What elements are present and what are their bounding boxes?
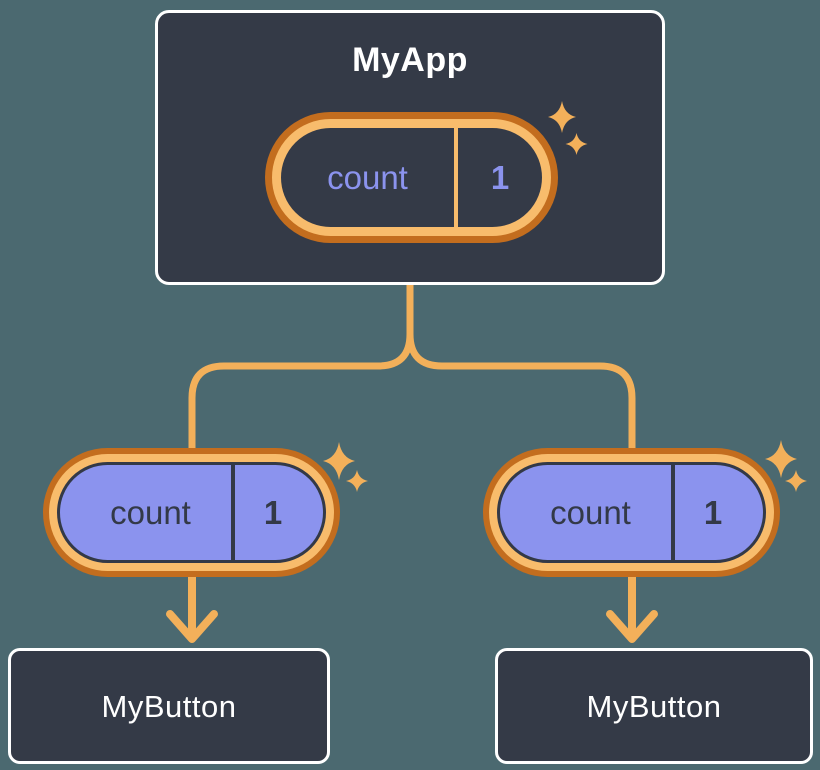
node-mybutton-right: MyButton (495, 648, 813, 764)
node-mybutton-left: MyButton (8, 648, 330, 764)
branch-left-line (188, 279, 414, 454)
node-myapp-title: MyApp (352, 41, 468, 79)
arrow-down-icon (606, 610, 658, 643)
prop-pill-left: count 1 (57, 462, 326, 563)
node-myapp: MyApp count 1 (155, 10, 665, 285)
prop-pill-key: count (110, 493, 191, 531)
prop-pill-value: 1 (263, 493, 283, 531)
sparkle-icon (765, 440, 797, 478)
node-mybutton-title: MyButton (101, 689, 237, 724)
sparkle-icon (346, 470, 368, 492)
arrow-down-icon (166, 610, 218, 643)
state-pill-key: count (327, 158, 408, 196)
sparkle-icon (323, 442, 355, 480)
pill-divider (231, 465, 235, 560)
sparkle-icon (785, 470, 807, 492)
state-pill-value: 1 (490, 158, 510, 196)
prop-pill-value: 1 (703, 493, 723, 531)
prop-pill-key: count (550, 493, 631, 531)
state-pill: count 1 (272, 119, 551, 236)
branch-right-line (406, 279, 636, 454)
pill-divider (454, 128, 458, 227)
pill-divider (671, 465, 675, 560)
node-mybutton-title: MyButton (586, 689, 722, 724)
prop-pill-right: count 1 (497, 462, 766, 563)
